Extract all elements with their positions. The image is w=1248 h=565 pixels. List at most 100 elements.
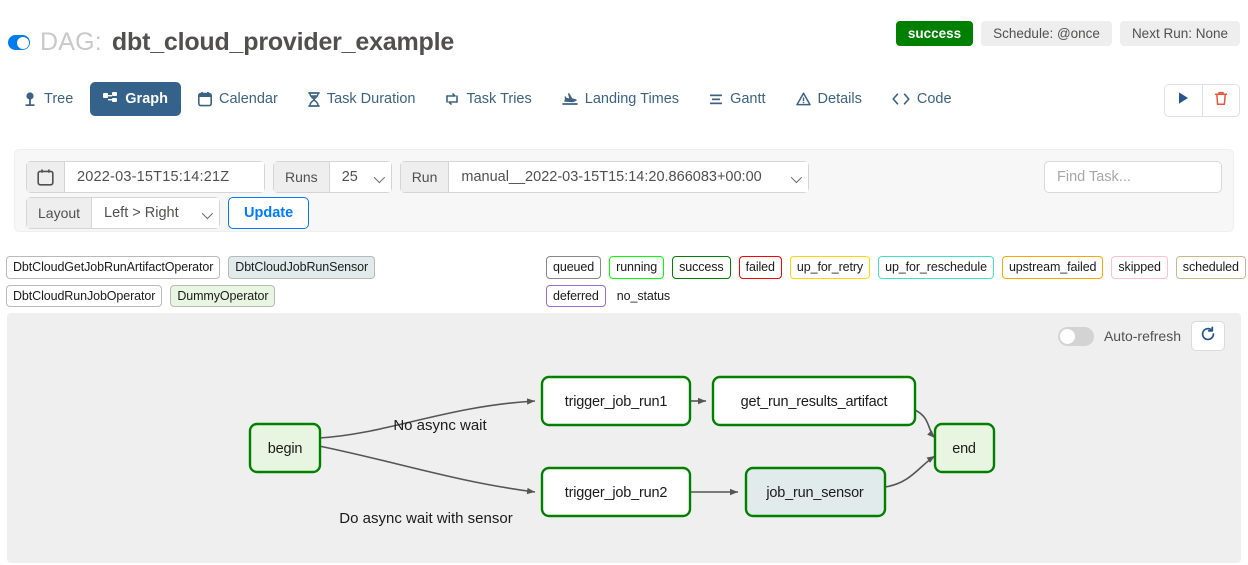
layout-select[interactable]: Left > Right	[92, 197, 221, 229]
view-tabs: Tree Graph Calendar Task Duration	[10, 82, 965, 116]
runs-select[interactable]: 25	[329, 161, 392, 193]
hourglass-icon	[307, 91, 320, 107]
refresh-button[interactable]	[1191, 321, 1225, 351]
legend-state-chip-up-for-retry[interactable]: up_for_retry	[789, 256, 871, 279]
operator-legend: DbtCloudGetJobRunArtifactOperator DbtClo…	[6, 256, 536, 307]
view-tabbar: Tree Graph Calendar Task Duration	[0, 82, 1248, 130]
tab-label: Details	[817, 91, 862, 107]
legend-operator-chip[interactable]: DummyOperator	[170, 284, 276, 307]
edge-label-do-async-wait-with-sensor: Do async wait with sensor	[339, 510, 512, 527]
page-title: dbt_cloud_provider_example	[111, 28, 455, 56]
legend-operator-chip[interactable]: DbtCloudJobRunSensor	[228, 256, 376, 279]
tab-label: Tree	[44, 91, 74, 107]
graph-node-trigger-job-run1[interactable]: trigger_job_run1	[540, 375, 692, 427]
tree-icon	[23, 91, 37, 107]
find-task-input[interactable]: Find Task...	[1044, 161, 1222, 193]
tab-label: Landing Times	[584, 91, 680, 107]
tab-tree[interactable]: Tree	[10, 82, 86, 116]
dag-action-buttons	[1164, 84, 1240, 117]
legend-state-chip-queued[interactable]: queued	[546, 256, 602, 279]
trigger-dag-button[interactable]	[1164, 84, 1202, 117]
auto-refresh-label: Auto-refresh	[1103, 328, 1181, 344]
legend-state-chip-deferred[interactable]: deferred	[546, 284, 606, 307]
runs-group: Runs 25	[273, 161, 392, 193]
filter-row-top: 2022-03-15T15:14:21Z Runs 25 Run manual_…	[26, 161, 817, 193]
base-date-group: 2022-03-15T15:14:21Z	[26, 161, 265, 193]
tab-code[interactable]: Code	[879, 82, 965, 116]
run-select[interactable]: manual__2022-03-15T15:14:20.866083+00:00	[449, 161, 810, 193]
tab-landing-times[interactable]: Landing Times	[549, 82, 692, 116]
tab-task-duration[interactable]: Task Duration	[295, 82, 429, 116]
legend-operator-chip[interactable]: DbtCloudGetJobRunArtifactOperator	[6, 256, 221, 279]
graph-node-label: trigger_job_run2	[565, 485, 668, 501]
legend-state-chip-running[interactable]: running	[609, 256, 665, 279]
edge-begin-to-trigger-job-run2	[318, 445, 536, 495]
legend-state-chip-no-status[interactable]: no_status	[616, 288, 671, 303]
filter-bar: 2022-03-15T15:14:21Z Runs 25 Run manual_…	[14, 149, 1234, 232]
dag-pause-toggle[interactable]	[8, 35, 30, 50]
delete-dag-button[interactable]	[1202, 84, 1240, 117]
dag-title: DAG: dbt_cloud_provider_example	[8, 28, 454, 57]
graph-node-end[interactable]: end	[933, 422, 996, 474]
base-date-input[interactable]: 2022-03-15T15:14:21Z	[65, 161, 265, 193]
graph-edge-labels: No async wait Do async wait with sensor	[339, 417, 512, 527]
status-badge: success	[895, 21, 974, 46]
tab-label: Task Tries	[466, 91, 532, 107]
graph-node-job-run-sensor[interactable]: job_run_sensor	[744, 466, 887, 518]
graph-toolbar: Auto-refresh	[1057, 321, 1225, 351]
warning-triangle-icon	[795, 92, 811, 106]
graph-node-trigger-job-run2[interactable]: trigger_job_run2	[540, 466, 692, 518]
edge-begin-to-trigger-job-run1	[318, 398, 536, 439]
graph-node-label: get_run_results_artifact	[741, 394, 888, 410]
graph-node-label: begin	[268, 441, 303, 457]
header-badges: success Schedule: @once Next Run: None	[895, 21, 1240, 46]
operator-chips: DbtCloudGetJobRunArtifactOperator DbtClo…	[6, 256, 536, 307]
dag-graph[interactable]: No async wait Do async wait with sensor …	[7, 313, 1241, 563]
schedule-badge: Schedule: @once	[981, 21, 1112, 46]
legend-state-chip-skipped[interactable]: skipped	[1111, 256, 1168, 279]
tab-gantt[interactable]: Gantt	[696, 82, 778, 116]
graph-icon	[103, 92, 118, 106]
code-icon	[892, 93, 910, 105]
tab-label: Gantt	[730, 91, 766, 107]
auto-refresh-toggle[interactable]	[1057, 326, 1094, 346]
retry-icon	[445, 92, 459, 106]
graph-node-begin[interactable]: begin	[248, 422, 322, 474]
runs-label: Runs	[273, 161, 330, 193]
edge-job-run-sensor-to-end	[884, 455, 936, 488]
next-run-badge: Next Run: None	[1119, 21, 1240, 46]
run-group: Run manual__2022-03-15T15:14:20.866083+0…	[399, 161, 810, 193]
tab-label: Calendar	[218, 91, 278, 107]
tab-calendar[interactable]: Calendar	[185, 82, 291, 116]
graph-node-label: end	[952, 441, 976, 457]
tab-task-tries[interactable]: Task Tries	[432, 82, 544, 116]
graph-panel: Auto-refresh	[7, 313, 1241, 563]
legend-state-chip-scheduled[interactable]: scheduled	[1175, 256, 1246, 279]
tab-label: Graph	[125, 91, 168, 107]
calendar-icon[interactable]	[26, 161, 65, 193]
tab-details[interactable]: Details	[783, 82, 875, 116]
layout-label: Layout	[26, 197, 93, 229]
update-button[interactable]: Update	[228, 197, 310, 229]
legend-state-chip-up-for-reschedule[interactable]: up_for_reschedule	[878, 256, 994, 279]
graph-node-get-run-results-artifact[interactable]: get_run_results_artifact	[711, 375, 917, 427]
tab-graph[interactable]: Graph	[90, 82, 181, 116]
graph-nodes: begin trigger_job_run1 get_run_results_a…	[248, 375, 996, 518]
run-label: Run	[399, 161, 450, 193]
state-legend: queued running success failed up_for_ret…	[546, 256, 1246, 307]
legend-state-chip-upstream-failed[interactable]: upstream_failed	[1001, 256, 1104, 279]
calendar-icon	[197, 91, 212, 107]
edge-get-run-results-artifact-to-end	[914, 409, 936, 439]
legend-state-chip-success[interactable]: success	[672, 256, 731, 279]
graph-edges	[318, 397, 936, 496]
legend-operator-chip[interactable]: DbtCloudRunJobOperator	[6, 284, 163, 307]
state-chips: queued running success failed up_for_ret…	[546, 256, 1246, 307]
trash-icon	[1214, 91, 1228, 111]
legend-state-chip-failed[interactable]: failed	[738, 256, 782, 279]
page-header: DAG: dbt_cloud_provider_example success …	[0, 0, 1248, 72]
landing-icon	[561, 92, 578, 106]
refresh-icon	[1200, 325, 1216, 347]
filter-row-bottom: Layout Left > Right Update	[26, 197, 310, 229]
tab-label: Code	[916, 91, 952, 107]
